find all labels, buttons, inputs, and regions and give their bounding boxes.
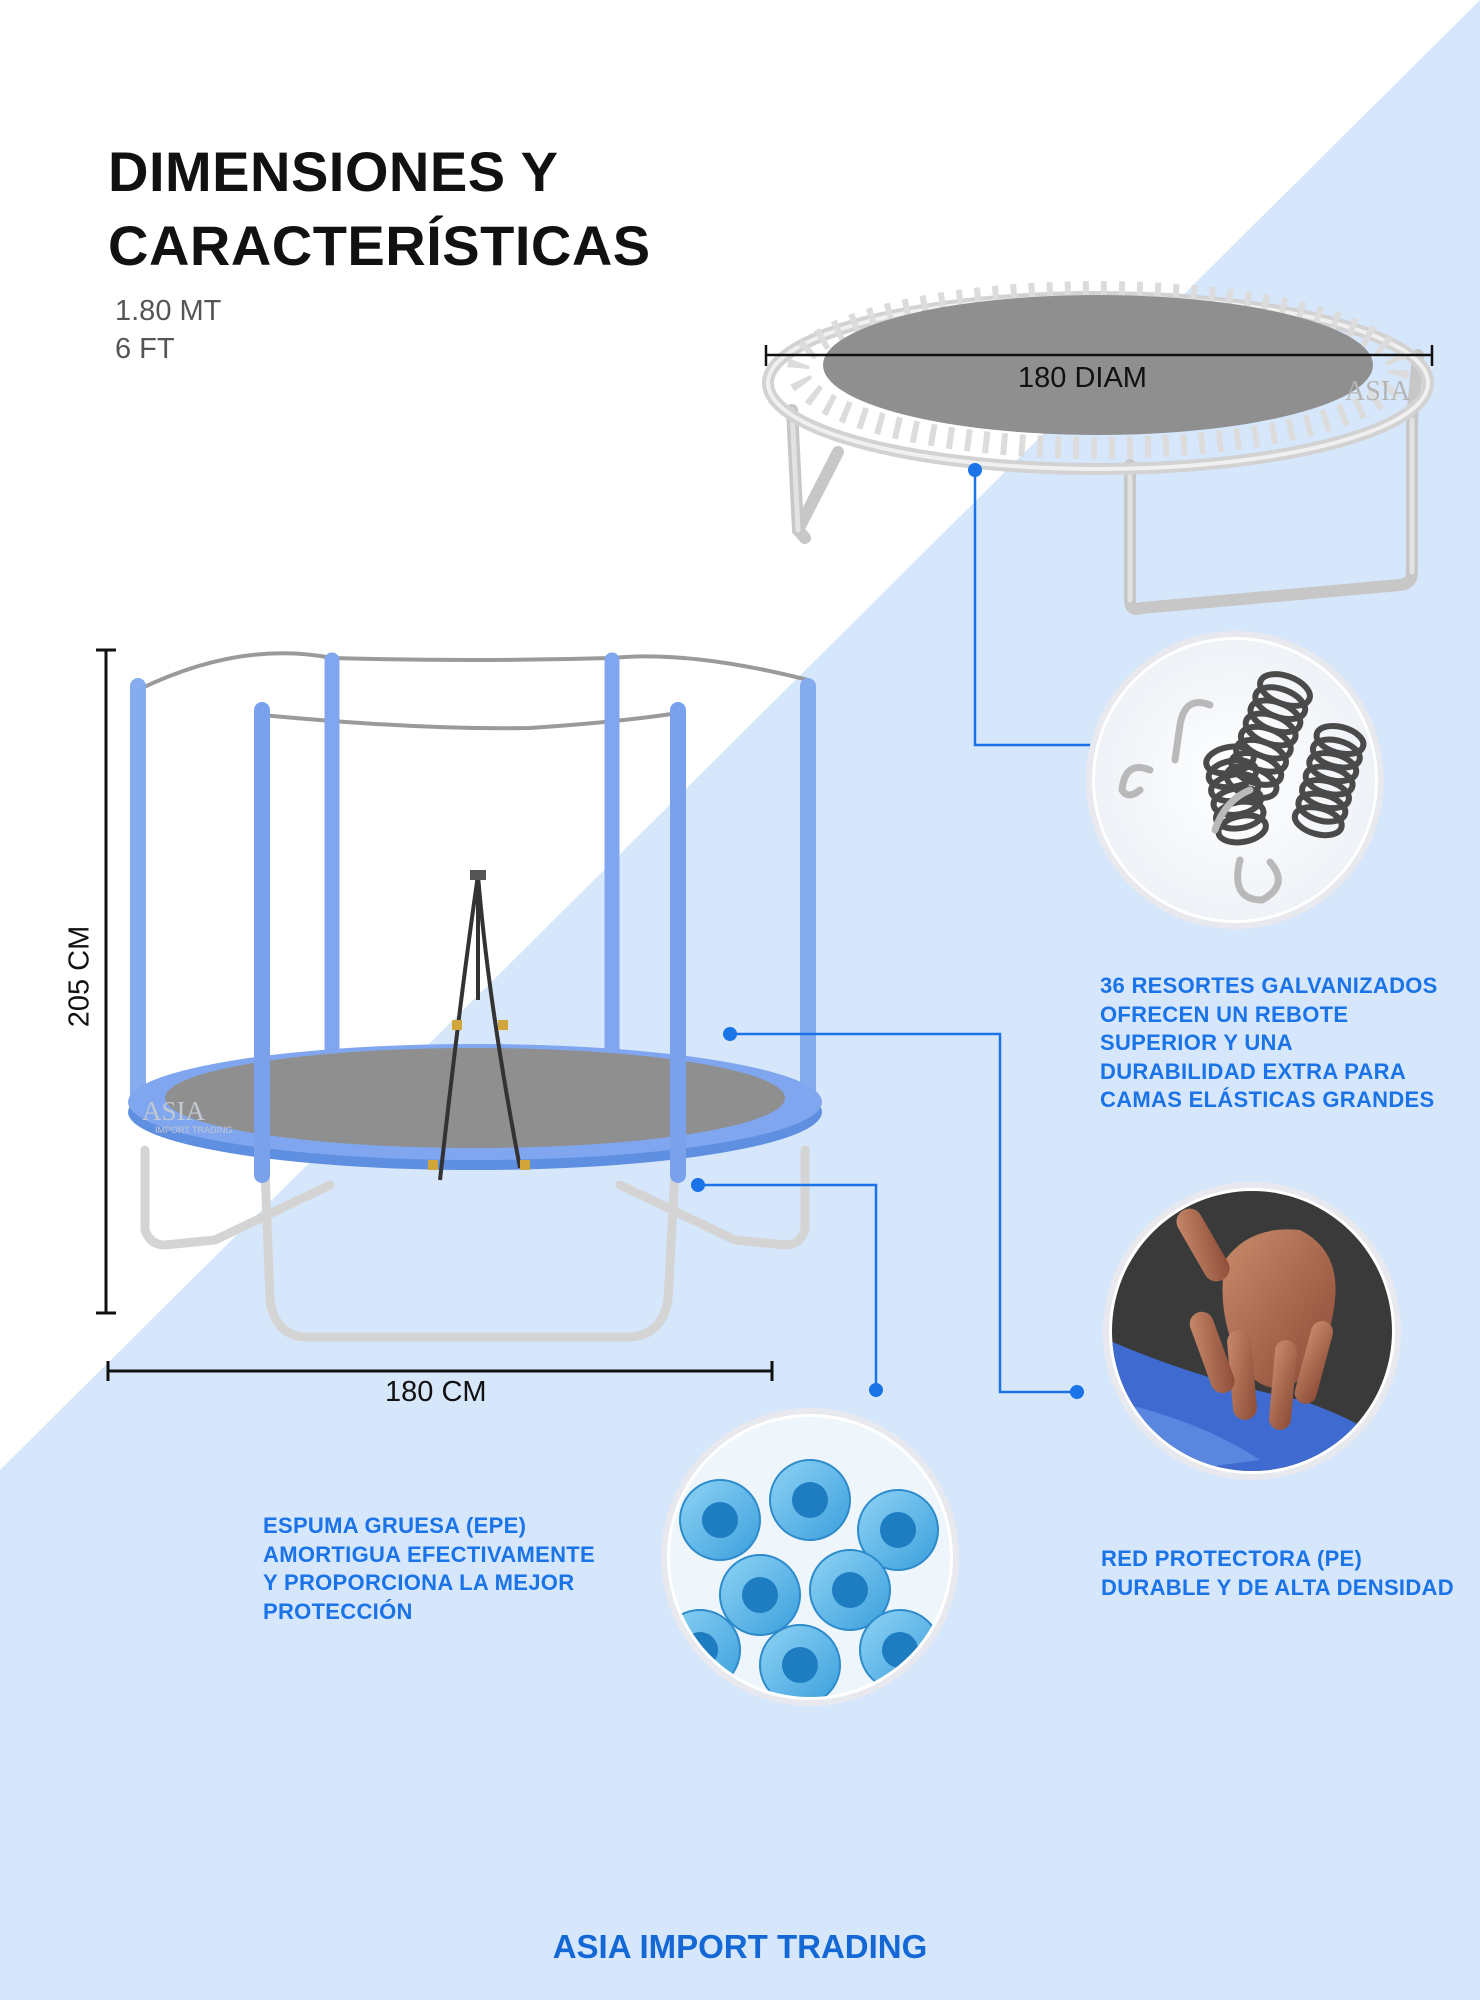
net-detail-image	[1103, 1182, 1401, 1480]
net-connector	[730, 1032, 1077, 1394]
width-label: 180 CM	[385, 1376, 487, 1408]
net-connector-dot-start	[723, 1027, 737, 1041]
springs-line-5: CAMAS ELÁSTICAS GRANDES	[1100, 1087, 1435, 1112]
foam-connector-dot-end	[869, 1383, 883, 1397]
title-line-2: CARACTERÍSTICAS	[108, 214, 651, 277]
net-line-2: DURABLE Y DE ALTA DENSIDAD	[1101, 1574, 1454, 1600]
watermark-top: ASIA	[1345, 376, 1411, 407]
springs-connector-dot-top	[968, 463, 982, 477]
foam-connector-dot-start	[691, 1178, 705, 1192]
springs-detail-image	[1086, 631, 1384, 929]
net-line-1: RED PROTECTORA (PE)	[1101, 1546, 1363, 1571]
trampoline-main-illustration	[128, 651, 822, 1342]
title-line-1: DIMENSIONES Y	[108, 140, 559, 203]
springs-connector	[973, 470, 1098, 747]
springs-line-2: OFRECEN UN REBOTE	[1100, 1001, 1349, 1027]
foam-connector	[698, 1183, 878, 1390]
foam-detail-image	[661, 1408, 959, 1706]
trampoline-mat	[823, 295, 1373, 435]
watermark-main-sub: IMPORT TRADING	[155, 1125, 233, 1135]
springs-line-3: SUPERIOR Y UNA	[1100, 1030, 1293, 1055]
foam-line-1: ESPUMA GRUESA (EPE)	[263, 1513, 527, 1538]
page-title: DIMENSIONES Y CARACTERÍSTICAS	[108, 135, 651, 283]
trampoline-frame-illustration	[762, 281, 1434, 615]
top-diameter-label: 180 DIAM	[1018, 362, 1147, 394]
foam-feature-text: ESPUMA GRUESA (EPE) AMORTIGUA EFECTIVAME…	[263, 1512, 595, 1626]
springs-line-4: DURABILIDAD EXTRA PARA	[1100, 1058, 1407, 1084]
foam-line-4: PROTECCIÓN	[263, 1598, 413, 1624]
spec-meters: 1.80 MT	[115, 295, 222, 327]
height-dimension-line	[96, 648, 116, 1315]
spec-feet: 6 FT	[115, 333, 175, 365]
springs-feature-text: 36 RESORTES GALVANIZADOS OFRECEN UN REBO…	[1100, 972, 1438, 1115]
main-mat	[165, 1048, 785, 1148]
width-dimension-line	[106, 1361, 774, 1381]
diameter-dimension-line	[764, 345, 1434, 366]
foam-line-3: Y PROPORCIONA LA MEJOR	[263, 1570, 575, 1595]
brand-footer: ASIA IMPORT TRADING	[552, 1928, 928, 1965]
net-feature-text: RED PROTECTORA (PE) DURABLE Y DE ALTA DE…	[1101, 1545, 1454, 1602]
foam-line-2: AMORTIGUA EFECTIVAMENTE	[263, 1541, 596, 1567]
watermark-main: ASIA	[142, 1096, 206, 1126]
height-label: 205 CM	[63, 925, 96, 1028]
net-connector-dot-end	[1070, 1385, 1084, 1399]
springs-line-1: 36 RESORTES GALVANIZADOS	[1100, 973, 1438, 998]
